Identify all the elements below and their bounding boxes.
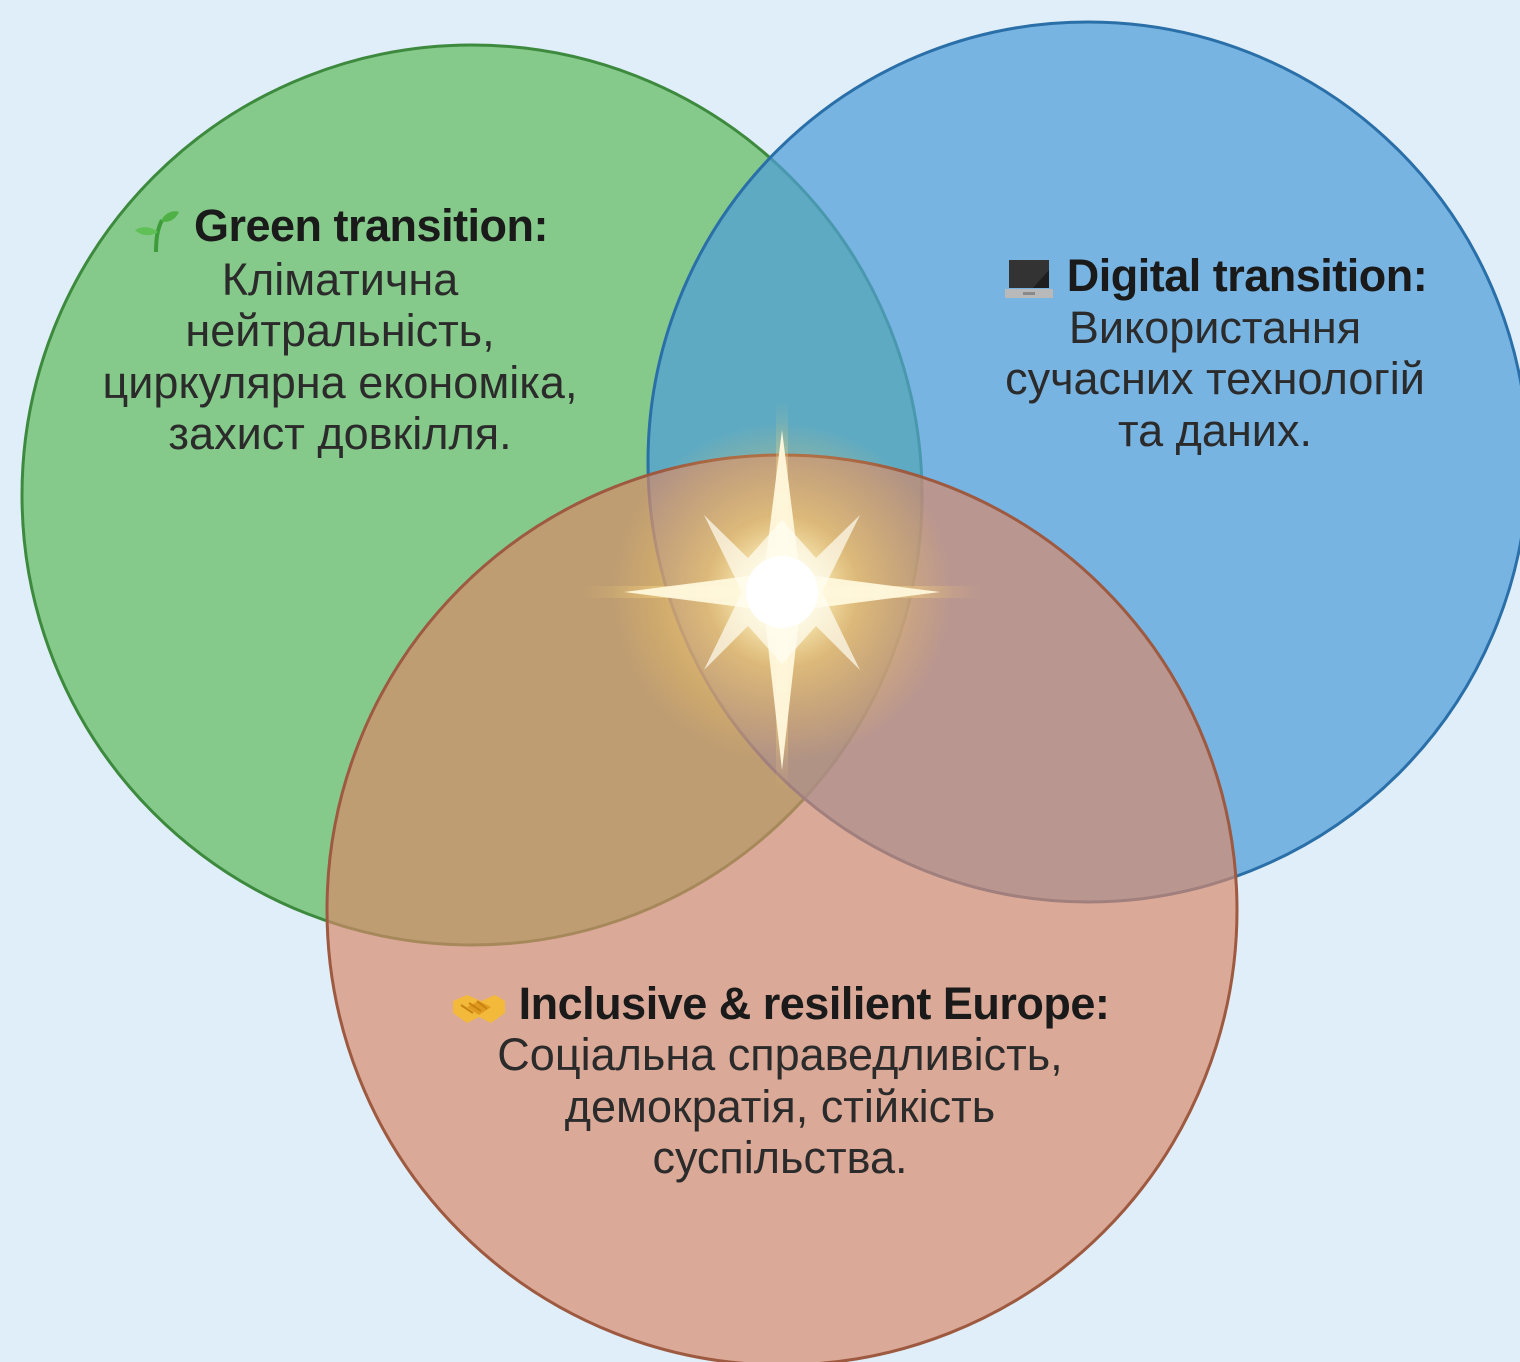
green-line-3: циркулярна економіка, xyxy=(102,356,578,408)
green-line-4: захист довкілля. xyxy=(168,408,512,459)
inclusive-europe-description: Соціальна справедливість, демократія, ст… xyxy=(360,1029,1200,1183)
digital-line-2: сучасних технологій xyxy=(1005,353,1425,405)
digital-transition-description: Використання сучасних технологій та дани… xyxy=(930,302,1500,456)
inclusive-europe-title-row: Inclusive & resilient Europe: xyxy=(360,978,1200,1029)
green-line-1: Кліматична xyxy=(221,254,459,306)
green-line-2: нейтральність, xyxy=(185,305,495,357)
inclusive-europe-label: Inclusive & resilient Europe: Соціальна … xyxy=(360,978,1200,1183)
green-transition-description: Кліматична нейтральність, циркулярна еко… xyxy=(20,254,660,459)
digital-transition-title: Digital transition: xyxy=(1066,250,1428,301)
sprout-icon xyxy=(134,211,179,253)
inclusive-line-3: суспільства. xyxy=(652,1131,908,1183)
green-transition-label: Green transition: Кліматична нейтральніс… xyxy=(20,200,660,459)
digital-line-1: Використання xyxy=(1068,302,1362,354)
inclusive-line-1: Соціальна справедливість, xyxy=(497,1029,1063,1081)
star-glow-icon xyxy=(582,400,982,790)
green-transition-title: Green transition: xyxy=(193,200,549,251)
digital-transition-label: Digital transition: Використання сучасни… xyxy=(930,250,1500,456)
digital-line-3: та даних. xyxy=(1118,404,1312,456)
inclusive-europe-title: Inclusive & resilient Europe: xyxy=(518,978,1110,1029)
green-transition-title-row: Green transition: xyxy=(20,200,660,254)
inclusive-line-2: демократія, стійкість xyxy=(564,1080,996,1132)
handshake-icon xyxy=(452,995,505,1024)
laptop-icon xyxy=(1004,260,1053,299)
digital-transition-title-row: Digital transition: xyxy=(930,250,1500,302)
